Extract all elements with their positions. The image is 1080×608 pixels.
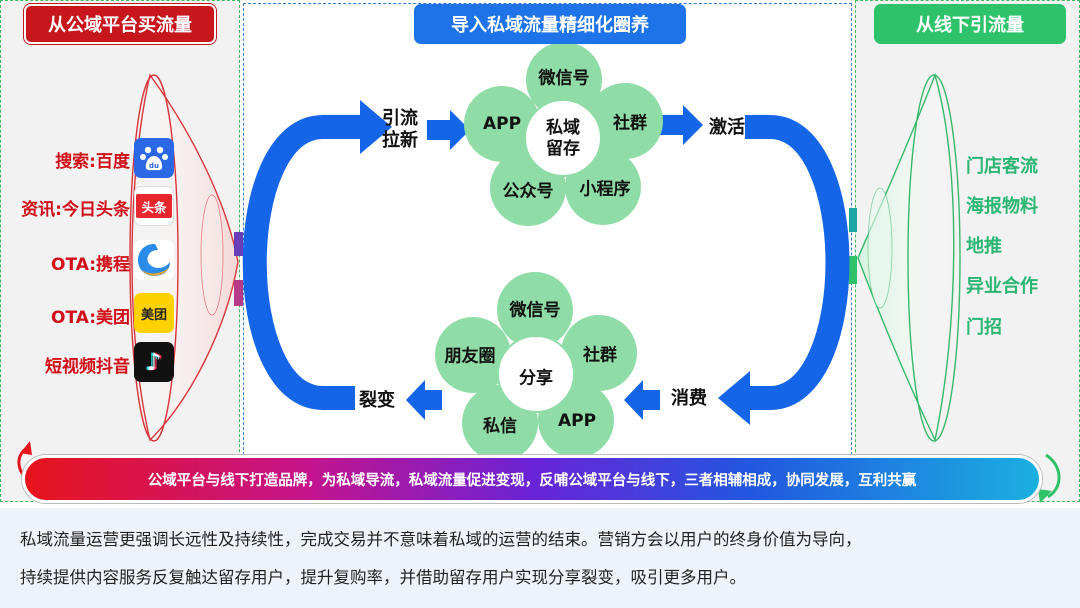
top-petal-wechat: 微信号 bbox=[538, 68, 590, 89]
meituan-icon: 美团 bbox=[134, 293, 174, 333]
flow-step-fission: 裂变 bbox=[359, 390, 395, 411]
description-line-1: 私域流量运营更强调长远性及持续性，完成交易并不意味着私域的运营的结束。营销方会以… bbox=[20, 530, 862, 549]
top-petal-community: 社群 bbox=[613, 113, 647, 134]
top-petal-miniprogram: 小程序 bbox=[579, 179, 631, 200]
top-flower bbox=[464, 42, 663, 226]
public-source-meituan: OTA:美团 bbox=[51, 308, 130, 328]
flow-graphics bbox=[129, 42, 961, 461]
offline-source-partner: 异业合作 bbox=[966, 276, 1038, 297]
offline-source-store: 门店客流 bbox=[966, 156, 1038, 177]
top-petal-app: APP bbox=[482, 114, 522, 134]
top-flower-center: 私域 留存 bbox=[546, 118, 580, 159]
public-source-douyin: 短视频抖音 bbox=[45, 357, 130, 377]
toutiao-icon: 头条 bbox=[134, 186, 174, 226]
baidu-icon-text: du bbox=[149, 162, 159, 170]
ctrip-icon bbox=[134, 240, 174, 280]
flow-step-attract: 引流 拉新 bbox=[382, 108, 418, 151]
bottom-petal-community: 社群 bbox=[583, 345, 617, 366]
offline-funnel bbox=[849, 72, 961, 443]
private-domain-header: 导入私域流量精细化圈养 bbox=[414, 4, 686, 44]
flow-step-activate: 激活 bbox=[709, 117, 745, 138]
bottom-petal-moments: 朋友圈 bbox=[444, 346, 496, 367]
cycle-arrow-right bbox=[718, 115, 850, 425]
summary-banner: 公域平台与线下打造品牌，为私域导流，私域流量促进变现，反哺公域平台与线下，三者相… bbox=[22, 455, 1042, 503]
offline-source-ground: 地推 bbox=[966, 236, 1002, 257]
bottom-flower bbox=[435, 272, 637, 461]
offline-source-poster: 海报物料 bbox=[966, 196, 1038, 217]
arrow-to-top-flower bbox=[427, 110, 470, 150]
offline-source-door: 门招 bbox=[966, 317, 1002, 338]
public-domain-header: 从公域平台买流量 bbox=[24, 4, 216, 44]
public-source-toutiao: 资讯:今日头条 bbox=[21, 200, 130, 220]
bottom-petal-app: APP bbox=[557, 411, 597, 431]
toutiao-icon-text: 头条 bbox=[136, 194, 172, 218]
cycle-arrow-left bbox=[242, 100, 392, 410]
description-line-2: 持续提供内容服务反复触达留存用户，提升复购率，并借助留存用户实现分享裂变，吸引更… bbox=[20, 568, 746, 587]
arrow-to-bottom-flower bbox=[624, 380, 660, 420]
description-panel: 私域流量运营更强调长远性及持续性，完成交易并不意味着私域的运营的结束。营销方会以… bbox=[0, 508, 1080, 608]
top-petal-official-account: 公众号 bbox=[502, 181, 554, 202]
public-source-labels: 搜索:百度 资讯:今日头条 OTA:携程 OTA:美团 短视频抖音 bbox=[0, 0, 130, 400]
douyin-icon: ♪ bbox=[134, 342, 174, 382]
bottom-petal-wechat: 微信号 bbox=[509, 300, 561, 321]
public-source-baidu: 搜索:百度 bbox=[55, 152, 130, 172]
offline-header: 从线下引流量 bbox=[874, 4, 1066, 44]
flow-step-consume: 消费 bbox=[671, 388, 707, 409]
bottom-flower-center: 分享 bbox=[519, 368, 553, 389]
public-source-ctrip: OTA:携程 bbox=[51, 255, 130, 275]
banner-loop-arrows bbox=[17, 441, 1061, 503]
baidu-icon: du bbox=[134, 138, 174, 178]
bottom-petal-private-message: 私信 bbox=[483, 416, 517, 437]
arrow-to-activate bbox=[660, 105, 703, 145]
arrow-to-fission bbox=[406, 380, 442, 420]
